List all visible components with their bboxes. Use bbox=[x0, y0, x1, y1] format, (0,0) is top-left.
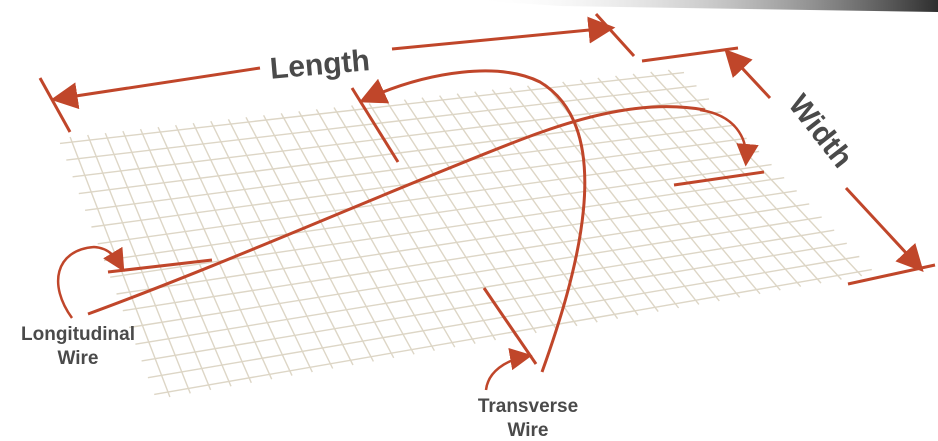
wire-mesh-grid bbox=[59, 69, 872, 398]
mesh-transverse-line bbox=[262, 114, 395, 359]
right-leader bbox=[699, 108, 759, 167]
length-dimension: Length bbox=[38, 12, 636, 133]
mesh-transverse-line bbox=[157, 126, 273, 380]
mesh-transverse-line bbox=[104, 132, 212, 391]
mesh-transverse-line bbox=[386, 101, 537, 334]
longitudinal-pointer-line bbox=[107, 258, 213, 274]
mesh-longitudinal-line bbox=[97, 150, 760, 245]
length-label: Length bbox=[269, 44, 371, 86]
width-arrow-top bbox=[724, 49, 772, 100]
mesh-longitudinal-line bbox=[85, 124, 735, 211]
mesh-transverse-line bbox=[421, 97, 578, 327]
mesh-transverse-line bbox=[491, 89, 659, 313]
transverse-callout: Transverse Wire bbox=[350, 87, 578, 441]
top-shadow-band bbox=[470, 0, 938, 12]
length-arrow-right bbox=[391, 16, 616, 51]
mesh-longitudinal-line bbox=[128, 216, 822, 329]
mesh-transverse-line bbox=[456, 93, 619, 320]
length-end-tick-left bbox=[38, 77, 72, 133]
mesh-transverse-line bbox=[509, 87, 680, 309]
mesh-longitudinal-line bbox=[103, 163, 772, 262]
mesh-transverse-line bbox=[474, 91, 639, 316]
mesh-transverse-line bbox=[139, 128, 252, 384]
mesh-transverse-line bbox=[667, 69, 863, 277]
transverse-label-line1: Transverse bbox=[478, 396, 578, 417]
mesh-transverse-line bbox=[210, 120, 334, 369]
mesh-transverse-line bbox=[579, 79, 761, 295]
longitudinal-wire bbox=[87, 105, 706, 316]
mesh-longitudinal-line bbox=[91, 137, 747, 228]
mesh-transverse-line bbox=[351, 105, 497, 341]
right-pointer-line bbox=[673, 170, 765, 187]
right-wire-callout bbox=[673, 108, 765, 187]
longitudinal-callout: Longitudinal Wire bbox=[21, 245, 213, 369]
mesh-longitudinal-line bbox=[116, 190, 797, 295]
width-arrow-bottom bbox=[844, 186, 924, 272]
mesh-transverse-line bbox=[227, 118, 354, 366]
width-end-tick-top bbox=[641, 46, 739, 63]
transverse-label-line2: Wire bbox=[507, 420, 548, 441]
longitudinal-label-line2: Wire bbox=[57, 348, 98, 369]
longitudinal-label-line1: Longitudinal bbox=[21, 324, 135, 345]
mesh-transverse-line bbox=[174, 124, 293, 376]
transverse-pointer-line-top bbox=[350, 87, 400, 163]
mesh-transverse-line bbox=[526, 85, 700, 305]
transverse-wire bbox=[359, 69, 587, 373]
longitudinal-leader bbox=[56, 245, 125, 319]
mesh-transverse-line bbox=[245, 116, 375, 362]
width-dimension: Width bbox=[641, 46, 936, 286]
length-arrow-left bbox=[50, 66, 261, 110]
mesh-longitudinal-line bbox=[78, 111, 722, 195]
mesh-transverse-line bbox=[333, 107, 476, 344]
mesh-transverse-line bbox=[403, 99, 558, 330]
length-end-tick-right bbox=[594, 12, 636, 58]
mesh-transverse-line bbox=[87, 134, 191, 394]
mesh-longitudinal-line bbox=[59, 71, 685, 145]
mesh-longitudinal-line bbox=[66, 85, 697, 161]
mesh-transverse-line bbox=[298, 111, 436, 352]
transverse-leader bbox=[484, 348, 533, 391]
mesh-transverse-line bbox=[122, 130, 232, 387]
mesh-longitudinal-line bbox=[122, 203, 810, 312]
mesh-longitudinal-line bbox=[72, 98, 710, 178]
mesh-transverse-line bbox=[280, 113, 415, 355]
width-label: Width bbox=[782, 88, 859, 174]
mesh-longitudinal-line bbox=[135, 229, 835, 345]
mesh-transverse-line bbox=[315, 109, 456, 348]
